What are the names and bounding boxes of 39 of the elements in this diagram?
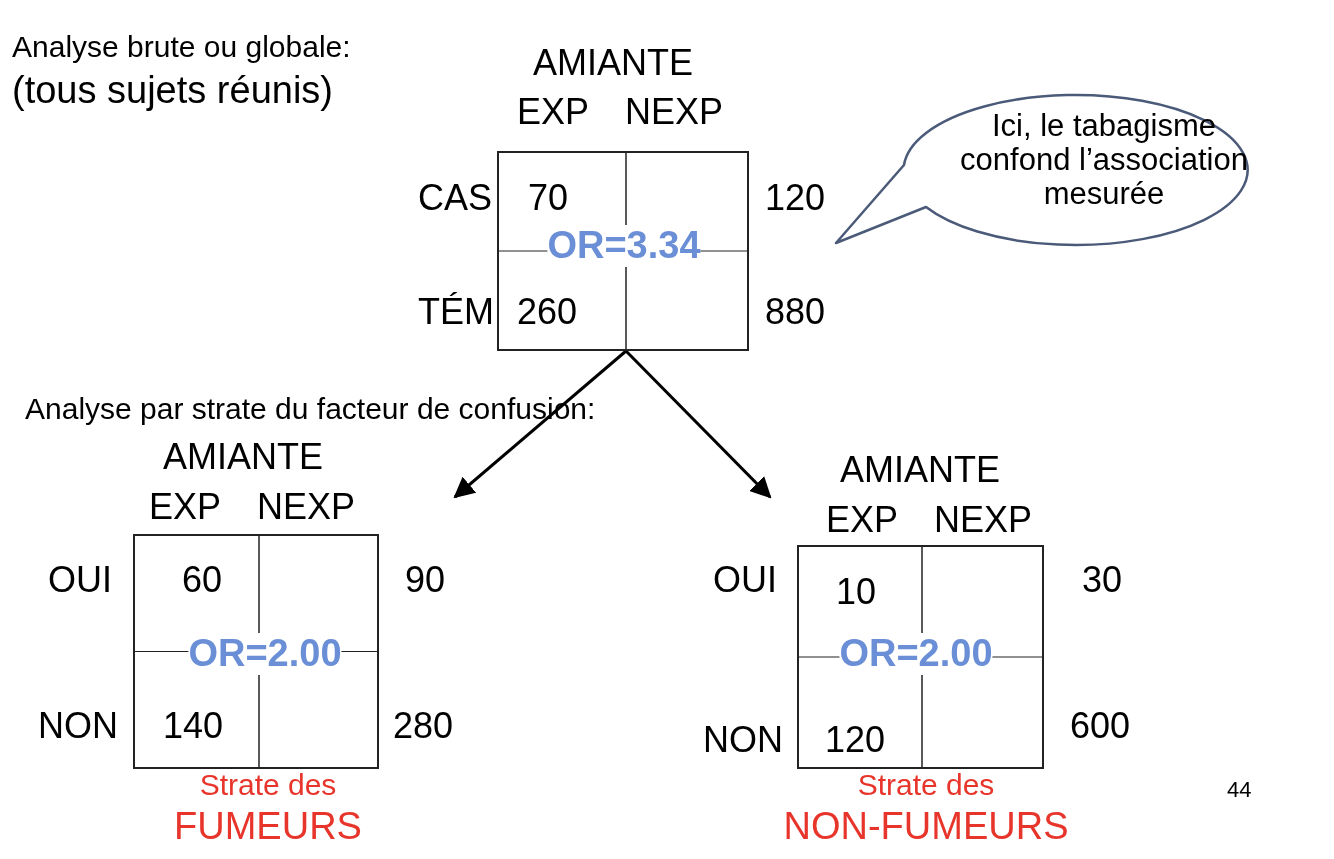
callout-text: Ici, le tabagisme confond l’association mesurée	[959, 109, 1249, 212]
row-label: NON	[38, 706, 118, 746]
cell-value: 70	[528, 178, 569, 218]
row-label: TÉM	[418, 292, 494, 332]
row-label: CAS	[418, 178, 493, 218]
odds-ratio: OR=3.34	[547, 225, 701, 267]
arrow	[624, 349, 772, 499]
row-total: 880	[765, 292, 826, 332]
row-total: 30	[1082, 560, 1123, 600]
column-header: EXP	[517, 92, 590, 132]
column-header: EXP	[149, 487, 222, 527]
stratum-label: Strate des	[199, 768, 337, 801]
stratum-name: FUMEURS	[174, 806, 362, 848]
stratum-name: NON-FUMEURS	[783, 806, 1069, 848]
odds-ratio: OR=2.00	[839, 633, 993, 675]
column-header: AMIANTE	[163, 437, 323, 477]
column-header: NEXP	[934, 500, 1033, 540]
column-header: AMIANTE	[533, 43, 693, 83]
row-label: NON	[703, 720, 783, 760]
stratum-label: Strate des	[857, 768, 995, 801]
cell-value: 10	[836, 572, 877, 612]
cell-value: 120	[825, 720, 886, 760]
row-total: 120	[765, 178, 826, 218]
row-label: OUI	[48, 560, 112, 600]
heading-text: Analyse brute ou globale:	[12, 30, 351, 63]
row-total: 280	[393, 706, 454, 746]
column-header: NEXP	[257, 487, 356, 527]
subheading-text: (tous sujets réunis)	[12, 70, 333, 112]
page-number: 44	[1227, 778, 1252, 803]
row-label: OUI	[713, 560, 777, 600]
cell-value: 260	[517, 292, 578, 332]
column-header: NEXP	[625, 92, 724, 132]
row-total: 600	[1070, 706, 1131, 746]
cell-value: 60	[182, 560, 223, 600]
column-header: AMIANTE	[840, 450, 1000, 490]
column-header: EXP	[826, 500, 899, 540]
cell-value: 140	[163, 706, 224, 746]
row-total: 90	[405, 560, 446, 600]
odds-ratio: OR=2.00	[188, 633, 342, 675]
